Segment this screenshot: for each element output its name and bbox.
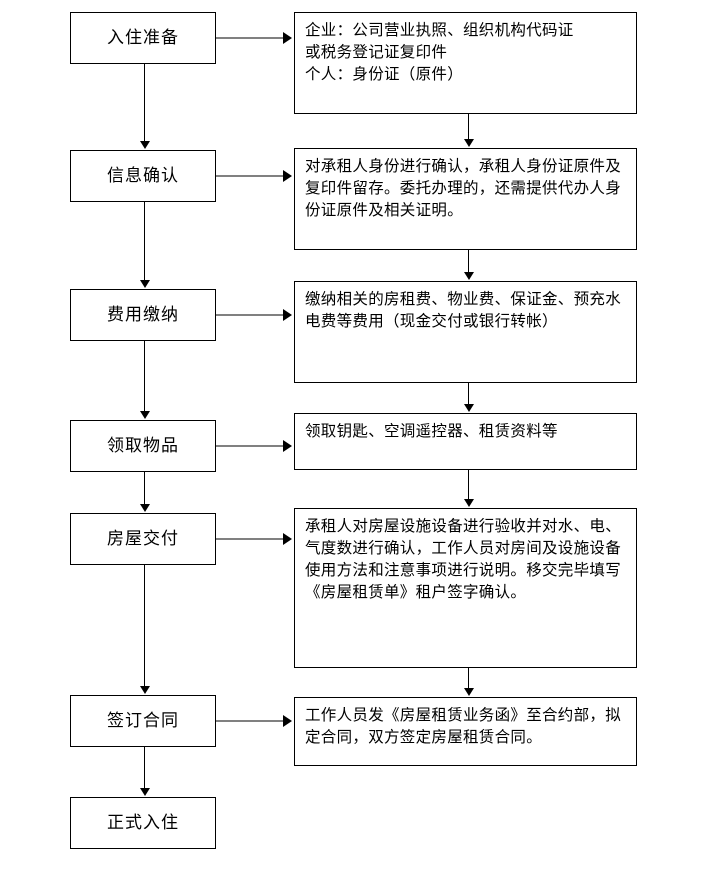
- connector-step5-detail5: [216, 538, 284, 540]
- detail-box-ruzhuzhunbei[interactable]: 企业：公司营业执照、组织机构代码证 或税务登记证复印件 个人：身份证（原件）: [294, 12, 637, 114]
- detail-text: 承租人对房屋设施设备进行验收并对水、电、气度数进行确认，工作人员对房间及设施设备…: [305, 517, 622, 601]
- step-box-lingquwupin[interactable]: 领取物品: [70, 420, 216, 472]
- connector-step4-detail4: [216, 445, 284, 447]
- connector-step3-step4: [144, 341, 145, 412]
- arrowhead-detail6-h: [283, 715, 292, 727]
- step-box-xinxiqueren[interactable]: 信息确认: [70, 150, 216, 202]
- connector-detail5-detail6: [468, 668, 469, 689]
- arrowhead-detail6: [464, 688, 474, 696]
- connector-step1-detail1: [216, 37, 284, 39]
- connector-detail4-detail5: [468, 470, 469, 500]
- detail-text: 缴纳相关的房租费、物业费、保证金、预充水电费等费用（现金交付或银行转帐）: [305, 290, 622, 330]
- arrowhead-step3: [140, 280, 150, 288]
- arrowhead-detail4: [464, 404, 474, 412]
- detail-text: 企业：公司营业执照、组织机构代码证 或税务登记证复印件 个人：身份证（原件）: [305, 21, 574, 83]
- connector-detail2-detail3: [468, 250, 469, 273]
- connector-step4-step5: [144, 471, 145, 505]
- arrowhead-step7: [140, 788, 150, 796]
- arrowhead-detail4-h: [283, 440, 292, 452]
- step-box-ruzhuzhunbei[interactable]: 入住准备: [70, 12, 216, 64]
- connector-step5-step6: [144, 564, 145, 687]
- arrowhead-detail2-h: [283, 170, 292, 182]
- step-label: 签订合同: [107, 710, 179, 731]
- arrowhead-step2: [140, 141, 150, 149]
- step-label: 信息确认: [107, 165, 179, 186]
- arrowhead-step5: [140, 504, 150, 512]
- connector-step1-step2: [144, 64, 145, 142]
- step-box-zhengshiruzhu[interactable]: 正式入住: [70, 797, 216, 849]
- step-box-qiandinghetong[interactable]: 签订合同: [70, 695, 216, 747]
- step-label: 房屋交付: [107, 528, 179, 549]
- step-label: 领取物品: [107, 435, 179, 456]
- arrowhead-detail2: [464, 139, 474, 147]
- detail-text: 领取钥匙、空调遥控器、租赁资料等: [305, 422, 558, 440]
- arrowhead-detail3-h: [283, 309, 292, 321]
- arrowhead-detail3: [464, 272, 474, 280]
- connector-step2-step3: [144, 202, 145, 281]
- detail-box-lingquwupin[interactable]: 领取钥匙、空调遥控器、租赁资料等: [294, 413, 637, 470]
- detail-box-qiandinghetong[interactable]: 工作人员发《房屋租赁业务函》至合约部，拟定合同，双方签定房屋租赁合同。: [294, 697, 637, 766]
- detail-text: 工作人员发《房屋租赁业务函》至合约部，拟定合同，双方签定房屋租赁合同。: [305, 706, 622, 746]
- detail-box-xinxiqueren[interactable]: 对承租人身份进行确认，承租人身份证原件及复印件留存。委托办理的，还需提供代办人身…: [294, 148, 637, 250]
- step-box-fangwujiaofu[interactable]: 房屋交付: [70, 513, 216, 565]
- step-box-feiyongjiaona[interactable]: 费用缴纳: [70, 289, 216, 341]
- connector-step6-detail6: [216, 720, 284, 722]
- connector-step2-detail2: [216, 175, 284, 177]
- arrowhead-detail1: [283, 32, 292, 44]
- detail-box-feiyongjiaona[interactable]: 缴纳相关的房租费、物业费、保证金、预充水电费等费用（现金交付或银行转帐）: [294, 281, 637, 383]
- step-label: 费用缴纳: [107, 304, 179, 325]
- connector-detail3-detail4: [468, 383, 469, 405]
- connector-step3-detail3: [216, 314, 284, 316]
- connector-step6-step7: [144, 746, 145, 789]
- connector-detail1-detail2: [468, 114, 469, 140]
- arrowhead-step6: [140, 686, 150, 694]
- step-label: 入住准备: [107, 27, 179, 48]
- arrowhead-step4: [140, 411, 150, 419]
- step-label: 正式入住: [107, 812, 179, 833]
- arrowhead-detail5: [464, 499, 474, 507]
- arrowhead-detail5-h: [283, 533, 292, 545]
- detail-text: 对承租人身份进行确认，承租人身份证原件及复印件留存。委托办理的，还需提供代办人身…: [305, 157, 622, 219]
- detail-box-fangwujiaofu[interactable]: 承租人对房屋设施设备进行验收并对水、电、气度数进行确认，工作人员对房间及设施设备…: [294, 508, 637, 668]
